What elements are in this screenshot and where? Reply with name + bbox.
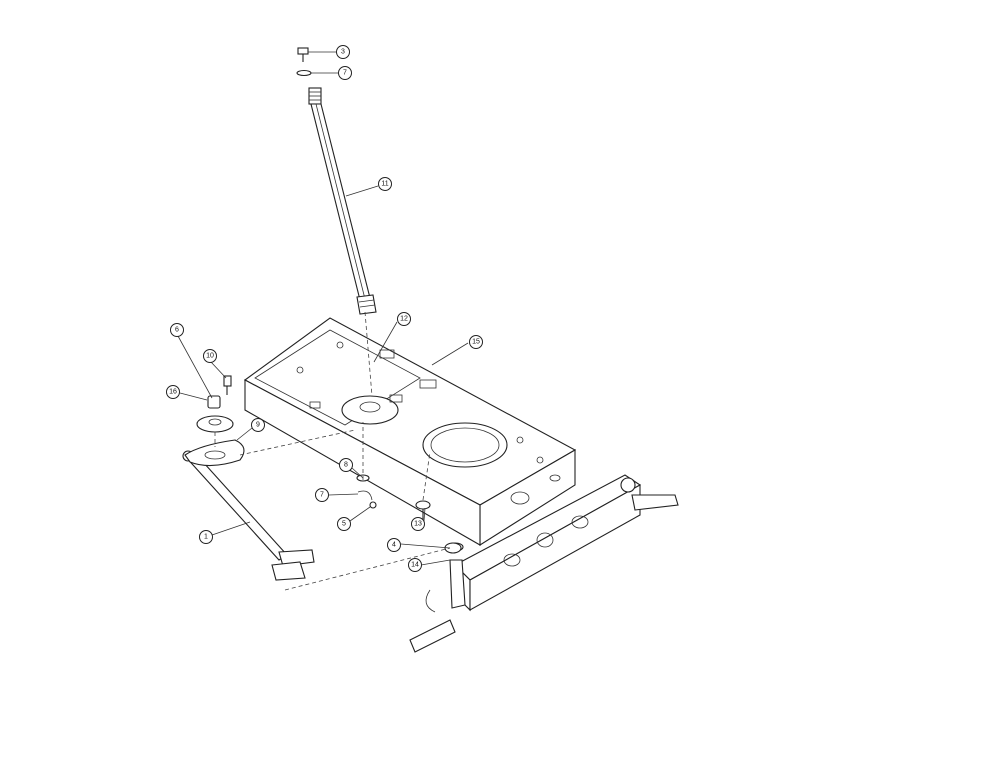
- svg-text:15: 15: [472, 339, 480, 346]
- callout-7: 7: [338, 66, 352, 80]
- leader-lines: [177, 51, 469, 566]
- callout-11: 11: [378, 177, 392, 191]
- svg-text:1: 1: [204, 534, 208, 541]
- svg-text:10: 10: [206, 353, 214, 360]
- svg-text:4: 4: [392, 542, 396, 549]
- callout-10: 10: [203, 349, 217, 363]
- callout-7-lower: 7: [315, 488, 329, 502]
- callout-4: 4: [387, 538, 401, 552]
- callout-16: 16: [166, 385, 180, 399]
- svg-text:14: 14: [411, 562, 419, 569]
- svg-text:16: 16: [169, 389, 177, 396]
- callout-15: 15: [469, 335, 483, 349]
- svg-text:7: 7: [320, 492, 324, 499]
- callout-9: 9: [251, 418, 265, 432]
- svg-text:12: 12: [400, 316, 408, 323]
- front-axle: [409, 474, 679, 653]
- callouts: 3 7 11 12 15 6 10 16: [166, 45, 483, 572]
- callout-6: 6: [170, 323, 184, 337]
- frame: [243, 317, 577, 546]
- svg-text:7: 7: [343, 70, 347, 77]
- callout-1: 1: [199, 530, 213, 544]
- callout-14: 14: [408, 558, 422, 572]
- callout-13: 13: [411, 517, 425, 531]
- hidden-lines: [214, 311, 451, 591]
- svg-text:8: 8: [344, 462, 348, 469]
- svg-text:3: 3: [341, 49, 345, 56]
- callout-8: 8: [339, 458, 353, 472]
- callout-12: 12: [397, 312, 411, 326]
- svg-text:11: 11: [381, 181, 388, 188]
- svg-text:13: 13: [414, 521, 422, 528]
- svg-text:9: 9: [256, 422, 260, 429]
- svg-text:5: 5: [342, 521, 346, 528]
- drag-link: [182, 450, 315, 581]
- steering-shaft: [296, 47, 377, 315]
- callout-5: 5: [337, 517, 351, 531]
- steering-gear: [184, 375, 245, 467]
- svg-text:6: 6: [175, 327, 179, 334]
- callout-3: 3: [336, 45, 350, 59]
